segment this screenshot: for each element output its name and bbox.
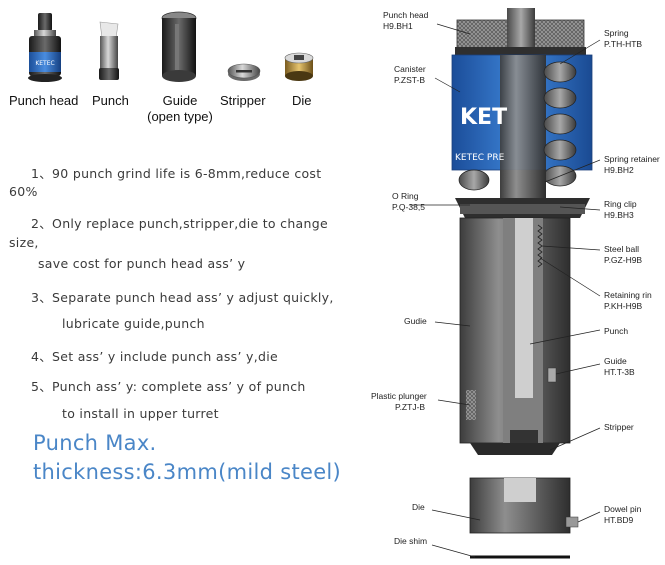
canister-brand: KET <box>460 105 507 130</box>
callout-leaders <box>410 23 601 558</box>
feature-1-line-1: 1、90 punch grind life is 6-8mm,reduce co… <box>31 166 322 181</box>
product-label-punch: Punch <box>92 93 129 108</box>
diagram-spring <box>458 61 577 191</box>
callout-die-shim: Die shim <box>394 536 428 546</box>
punch-head-icon: KETEC <box>28 13 62 82</box>
diagram-canister: KET KETEC PRE <box>451 54 593 191</box>
feature-5-line-2: to install in upper turret <box>62 406 219 421</box>
product-label-die: Die <box>292 93 312 108</box>
feature-5-line-1: 5、Punch ass’ y: complete ass’ y of punch <box>31 379 306 394</box>
max-thickness-line-2: thickness:6.3mm(mild steel) <box>33 460 342 484</box>
feature-3-line-1: 3、Separate punch head ass’ y adjust quic… <box>31 290 334 305</box>
product-row: KETEC Punch head Punch <box>0 0 330 130</box>
callout-punch: Punch <box>604 326 629 336</box>
feature-4: 4、Set ass’ y include punch ass’ y,die <box>31 349 278 364</box>
product-label-guide-type: (open type) <box>147 109 213 124</box>
feature-3-line-2: lubricate guide,punch <box>62 316 205 331</box>
callout-gudie: Gudie <box>404 316 427 326</box>
canister-label: KETEC PRE <box>455 153 505 163</box>
diagram-punch-head <box>455 8 586 55</box>
die-icon <box>284 52 314 81</box>
feature-2-line-3: save cost for punch head ass’ y <box>38 256 246 271</box>
feature-2-line-1: 2、Only replace punch,stripper,die to cha… <box>31 216 328 231</box>
product-label-stripper: Stripper <box>220 93 266 108</box>
product-label-punch-head: Punch head <box>9 93 79 108</box>
diagram-die <box>469 477 579 559</box>
product-photos: KETEC <box>28 11 314 82</box>
callout-die-left: Die <box>412 502 425 512</box>
feature-1-line-2: 60% <box>9 184 38 199</box>
callout-stripper: Stripper <box>604 422 634 432</box>
product-label-guide: Guide <box>162 93 198 108</box>
brand-mark: KETEC <box>35 60 54 67</box>
max-thickness-line-1: Punch Max. <box>33 431 157 455</box>
punch-icon <box>99 21 119 80</box>
feature-list: 1、90 punch grind life is 6-8mm,reduce co… <box>0 0 365 430</box>
guide-icon <box>161 11 197 82</box>
diagram-guide <box>459 217 571 444</box>
stripper-icon <box>227 63 261 81</box>
feature-2-line-2: size, <box>9 235 39 250</box>
